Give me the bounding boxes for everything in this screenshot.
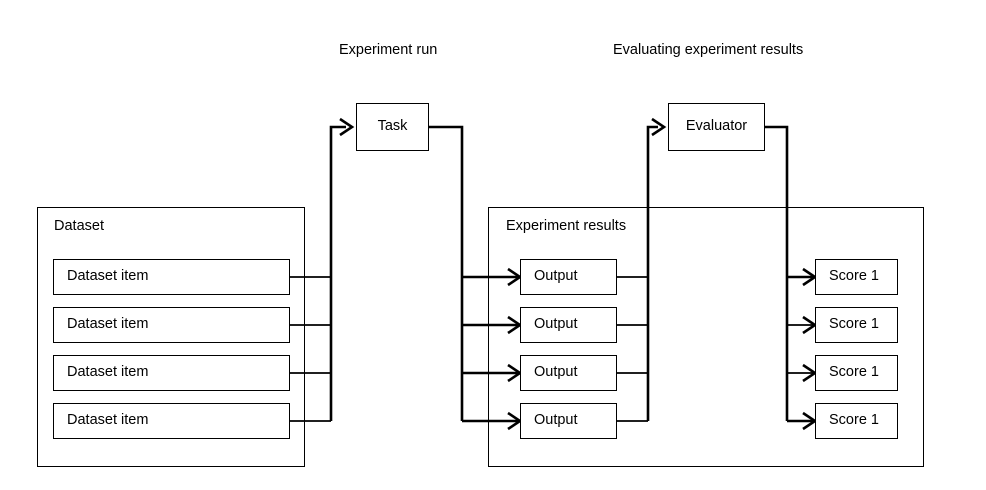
section-title-evaluating-results: Evaluating experiment results [613, 42, 804, 58]
arrowhead-task-in [339, 117, 355, 137]
node-evaluator[interactable]: Evaluator [668, 103, 765, 151]
node-output[interactable]: Output [520, 307, 617, 343]
dataset-group [37, 207, 305, 467]
wire-task-out [429, 125, 464, 421]
node-score[interactable]: Score 1 [815, 259, 898, 295]
wire-dataset-bus [329, 125, 346, 421]
node-output[interactable]: Output [520, 259, 617, 295]
arrowhead-evaluator-in [651, 117, 667, 137]
node-score[interactable]: Score 1 [815, 307, 898, 343]
node-dataset-item[interactable]: Dataset item [53, 403, 290, 439]
node-score[interactable]: Score 1 [815, 403, 898, 439]
node-output[interactable]: Output [520, 355, 617, 391]
node-dataset-item[interactable]: Dataset item [53, 355, 290, 391]
section-title-experiment-run: Experiment run [339, 42, 438, 58]
experiment-results-group [488, 207, 924, 467]
dataset-group-label: Dataset [52, 218, 106, 234]
node-dataset-item[interactable]: Dataset item [53, 259, 290, 295]
node-score[interactable]: Score 1 [815, 355, 898, 391]
node-output[interactable]: Output [520, 403, 617, 439]
experiment-results-group-label: Experiment results [504, 218, 629, 234]
node-dataset-item[interactable]: Dataset item [53, 307, 290, 343]
node-task[interactable]: Task [356, 103, 429, 151]
